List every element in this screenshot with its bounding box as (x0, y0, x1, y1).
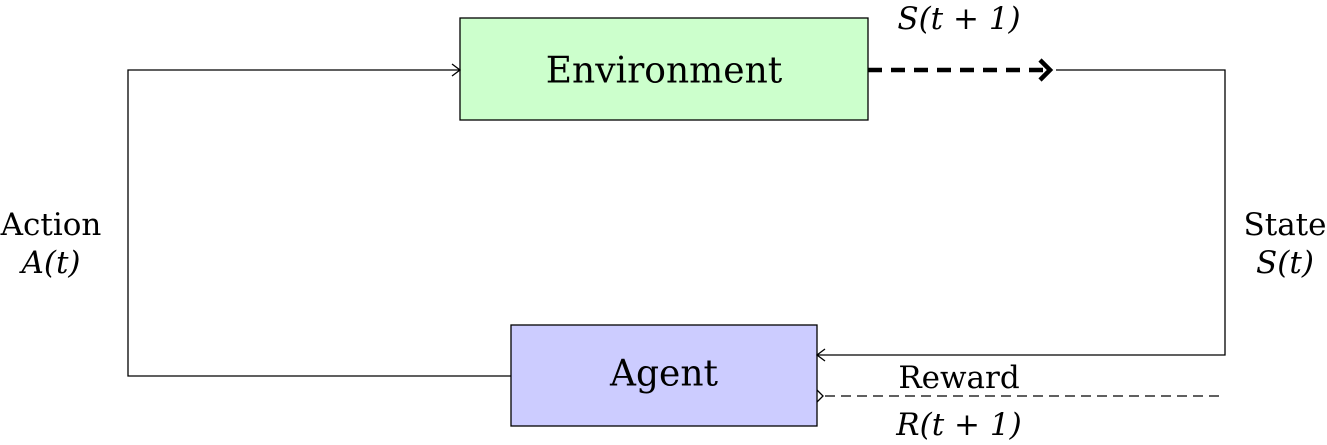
next-state-label: S(t + 1) (897, 1, 1020, 37)
action-arrowhead (451, 63, 462, 77)
reward-word-label: Reward (898, 360, 1019, 396)
action-word-label: Action (0, 207, 101, 243)
reward-symbol-label: R(t + 1) (895, 407, 1021, 443)
agent-node: Agent (510, 324, 818, 427)
environment-box (459, 17, 869, 121)
action-symbol-label: A(t) (18, 245, 80, 281)
reward-edge (816, 389, 1225, 403)
state-word-label: State (1244, 207, 1327, 243)
state-line (817, 69, 1226, 356)
environment-label: Environment (546, 51, 783, 92)
action-edge (127, 63, 511, 377)
action-line (127, 69, 511, 377)
next-state-arrowhead (1038, 58, 1054, 82)
next-state-edge (868, 58, 1054, 82)
state-arrowhead (815, 348, 826, 362)
state-symbol-label: S(t) (1256, 245, 1314, 281)
state-edge (815, 69, 1226, 362)
reward-arrowhead (816, 389, 824, 403)
agent-box (510, 324, 818, 427)
agent-label: Agent (609, 354, 719, 395)
environment-node: Environment (459, 17, 869, 121)
